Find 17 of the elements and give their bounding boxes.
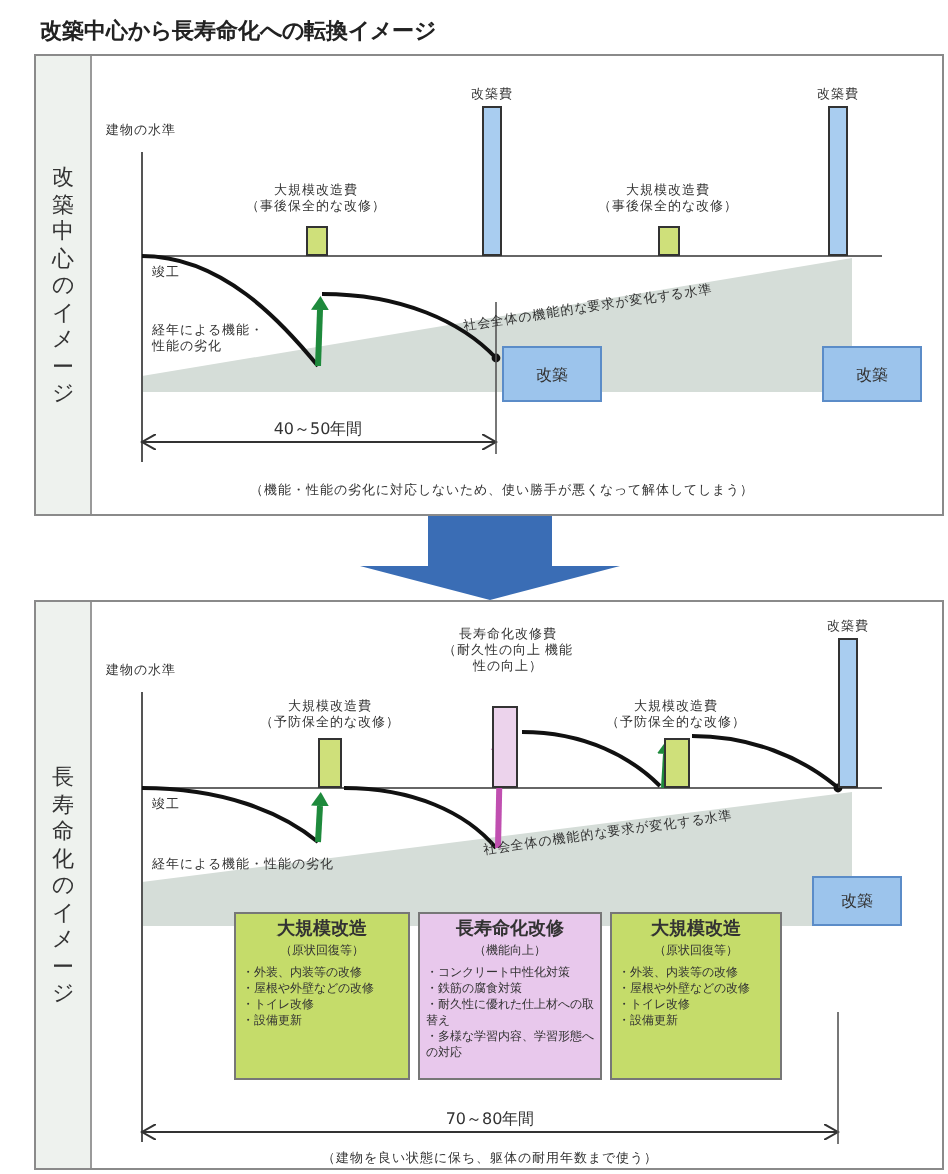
card-heading: 大規模改造 <box>648 920 743 942</box>
work-card <box>610 912 782 1080</box>
dimension-label: 70～80年間 <box>445 1112 535 1128</box>
panel <box>34 600 944 1170</box>
card-heading: 長寿命化改修 <box>454 920 566 942</box>
rebuild-box: 改築 <box>812 876 902 926</box>
side-title: 改築中心のイメージ <box>52 164 74 407</box>
title: 改築中心から長寿命化への転換イメージ <box>40 16 436 46</box>
work-card <box>234 912 410 1080</box>
rebuild-box: 改築 <box>502 346 602 402</box>
work-card <box>418 912 602 1080</box>
transition-arrow <box>360 516 620 600</box>
dimension-label: 40～50年間 <box>273 422 363 438</box>
rebuild-box: 改築 <box>822 346 922 402</box>
side-title: 長寿命化のイメージ <box>52 764 74 1007</box>
panel <box>34 54 944 516</box>
card-heading: 大規模改造 <box>274 920 369 942</box>
